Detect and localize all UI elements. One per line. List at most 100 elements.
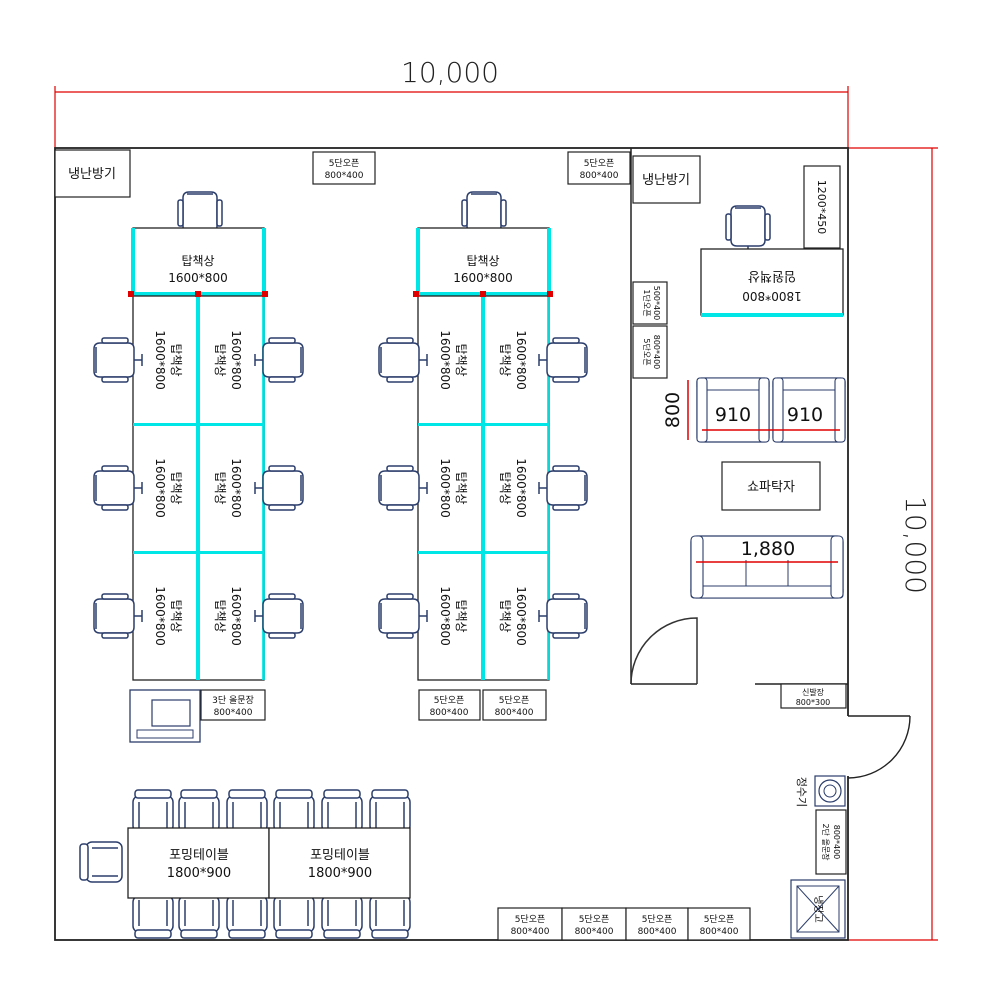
svg-text:쇼파탁자: 쇼파탁자 bbox=[747, 480, 795, 495]
svg-text:800*400: 800*400 bbox=[638, 927, 677, 937]
svg-text:800*400: 800*400 bbox=[430, 708, 469, 718]
svg-text:5단오픈: 5단오픈 bbox=[704, 914, 735, 925]
svg-text:800*400: 800*400 bbox=[214, 708, 253, 718]
svg-text:1600*800: 1600*800 bbox=[438, 458, 452, 517]
office-room: 1200*450 1800*800 임원책상 1단오픈 500*400 5단오픈… bbox=[632, 165, 846, 599]
svg-text:탑책상: 탑책상 bbox=[181, 253, 214, 268]
svg-text:800*400: 800*400 bbox=[832, 825, 841, 860]
svg-text:1600*800: 1600*800 bbox=[229, 458, 243, 517]
side-cabinet bbox=[803, 165, 841, 249]
svg-text:1600*800: 1600*800 bbox=[514, 586, 528, 645]
svg-text:1단오픈: 1단오픈 bbox=[642, 289, 652, 316]
svg-text:3단 올문장: 3단 올문장 bbox=[212, 695, 254, 706]
entrance-door[interactable] bbox=[846, 715, 911, 779]
svg-text:5단오픈: 5단오픈 bbox=[515, 914, 546, 925]
cabinet-bottom-2: 5단오픈 800*400 bbox=[561, 907, 627, 941]
svg-text:포밍테이블: 포밍테이블 bbox=[169, 848, 229, 863]
fridge-label: 냉장고 bbox=[812, 895, 824, 923]
outer-wall bbox=[54, 147, 849, 941]
sofa-table bbox=[721, 461, 821, 511]
svg-text:5단오픈: 5단오픈 bbox=[642, 338, 652, 365]
sofa-right-width: 910 bbox=[787, 404, 823, 426]
svg-text:800*300: 800*300 bbox=[796, 698, 831, 707]
water-purifier-icon bbox=[814, 775, 846, 807]
cabinet-2dan: 800*400 2단 올문장 bbox=[815, 809, 847, 875]
svg-text:800*400: 800*400 bbox=[652, 335, 661, 370]
svg-text:1600*800: 1600*800 bbox=[438, 330, 452, 389]
cabinet-5dan-side bbox=[632, 325, 668, 379]
cabinet-bottom-3: 5단오픈 800*400 bbox=[625, 907, 689, 941]
armchair-right bbox=[772, 377, 846, 443]
svg-text:탑책상: 탑책상 bbox=[213, 343, 228, 376]
svg-text:800*400: 800*400 bbox=[575, 927, 614, 937]
fridge-icon bbox=[790, 879, 846, 939]
svg-text:5단오픈: 5단오픈 bbox=[579, 914, 610, 925]
svg-text:탑책상: 탑책상 bbox=[169, 599, 184, 632]
svg-text:1600*800: 1600*800 bbox=[514, 330, 528, 389]
svg-text:탑책상: 탑책상 bbox=[498, 471, 513, 504]
desk-cluster-right: 탑책상 1600*800 탑책상 1600*800 1600*800 탑책상 탑… bbox=[378, 191, 588, 681]
svg-text:5단오픈: 5단오픈 bbox=[499, 695, 530, 706]
cabinet-bottom-4: 5단오픈 800*400 bbox=[687, 907, 751, 941]
svg-text:임원책상: 임원책상 bbox=[748, 268, 796, 283]
top-dimension: 10,000 bbox=[54, 56, 849, 148]
sofa-left-width: 910 bbox=[715, 404, 751, 426]
svg-text:800*400: 800*400 bbox=[580, 171, 619, 181]
svg-text:1600*800: 1600*800 bbox=[168, 271, 227, 285]
svg-text:1600*800: 1600*800 bbox=[438, 586, 452, 645]
svg-text:신발장: 신발장 bbox=[802, 687, 825, 697]
water-purifier-label: 정수기 bbox=[795, 777, 808, 807]
svg-text:800*400: 800*400 bbox=[495, 708, 534, 718]
cabinet-bottom-1: 5단오픈 800*400 bbox=[497, 907, 563, 941]
long-sofa bbox=[690, 535, 844, 599]
svg-text:탑책상: 탑책상 bbox=[454, 343, 469, 376]
svg-text:탑책상: 탑책상 bbox=[498, 343, 513, 376]
svg-text:탑책상: 탑책상 bbox=[213, 471, 228, 504]
ac-unit-main bbox=[54, 149, 131, 198]
svg-text:800*400: 800*400 bbox=[511, 927, 550, 937]
cabinet-1dan bbox=[632, 281, 668, 325]
svg-text:1600*800: 1600*800 bbox=[153, 330, 167, 389]
right-dimension-label: 10,000 bbox=[899, 496, 932, 594]
printer-icon bbox=[129, 689, 201, 743]
svg-text:탑책상: 탑책상 bbox=[466, 253, 499, 268]
svg-text:탑책상: 탑책상 bbox=[454, 599, 469, 632]
svg-text:2단 올문장: 2단 올문장 bbox=[821, 823, 831, 861]
svg-text:5단오픈: 5단오픈 bbox=[329, 158, 360, 169]
top-dimension-label: 10,000 bbox=[401, 56, 499, 89]
armchair-left bbox=[696, 377, 770, 443]
svg-text:탑책상: 탑책상 bbox=[169, 471, 184, 504]
svg-text:500*400: 500*400 bbox=[652, 286, 661, 321]
cabinet-mid-1: 5단오픈 800*400 bbox=[418, 689, 481, 721]
right-dimension: 10,000 bbox=[848, 147, 938, 941]
svg-text:800*400: 800*400 bbox=[700, 927, 739, 937]
svg-text:1800*900: 1800*900 bbox=[167, 866, 231, 881]
shoe-rack: 신발장 800*300 bbox=[780, 683, 847, 709]
svg-text:탑책상: 탑책상 bbox=[498, 599, 513, 632]
cabinet-top-2: 5단오픈 800*400 bbox=[567, 151, 631, 185]
svg-text:1600*800: 1600*800 bbox=[453, 271, 512, 285]
cabinet-top-1: 5단오픈 800*400 bbox=[312, 151, 376, 185]
svg-text:1600*800: 1600*800 bbox=[153, 586, 167, 645]
svg-text:1600*800: 1600*800 bbox=[229, 586, 243, 645]
svg-text:1200*450: 1200*450 bbox=[815, 180, 828, 235]
svg-text:1600*800: 1600*800 bbox=[229, 330, 243, 389]
svg-text:5단오픈: 5단오픈 bbox=[642, 914, 673, 925]
meeting-area: 포밍테이블 1800*900 포밍테이블 1800*900 bbox=[79, 789, 411, 939]
ac-unit-office bbox=[632, 155, 701, 204]
sofa-depth: 800 bbox=[662, 392, 684, 428]
ac-unit-office-label: 냉난방기 bbox=[642, 173, 690, 188]
sofa-long-width: 1,880 bbox=[741, 538, 795, 560]
svg-text:1800*900: 1800*900 bbox=[308, 866, 372, 881]
ac-unit-main-label: 냉난방기 bbox=[68, 167, 116, 182]
svg-text:1600*800: 1600*800 bbox=[153, 458, 167, 517]
svg-text:800*400: 800*400 bbox=[325, 171, 364, 181]
svg-text:탑책상: 탑책상 bbox=[213, 599, 228, 632]
svg-text:5단오픈: 5단오픈 bbox=[434, 695, 465, 706]
cabinet-3dan: 3단 올문장 800*400 bbox=[200, 689, 266, 721]
svg-text:탑책상: 탑책상 bbox=[454, 471, 469, 504]
svg-text:1600*800: 1600*800 bbox=[514, 458, 528, 517]
svg-text:5단오픈: 5단오픈 bbox=[584, 158, 615, 169]
svg-text:탑책상: 탑책상 bbox=[169, 343, 184, 376]
